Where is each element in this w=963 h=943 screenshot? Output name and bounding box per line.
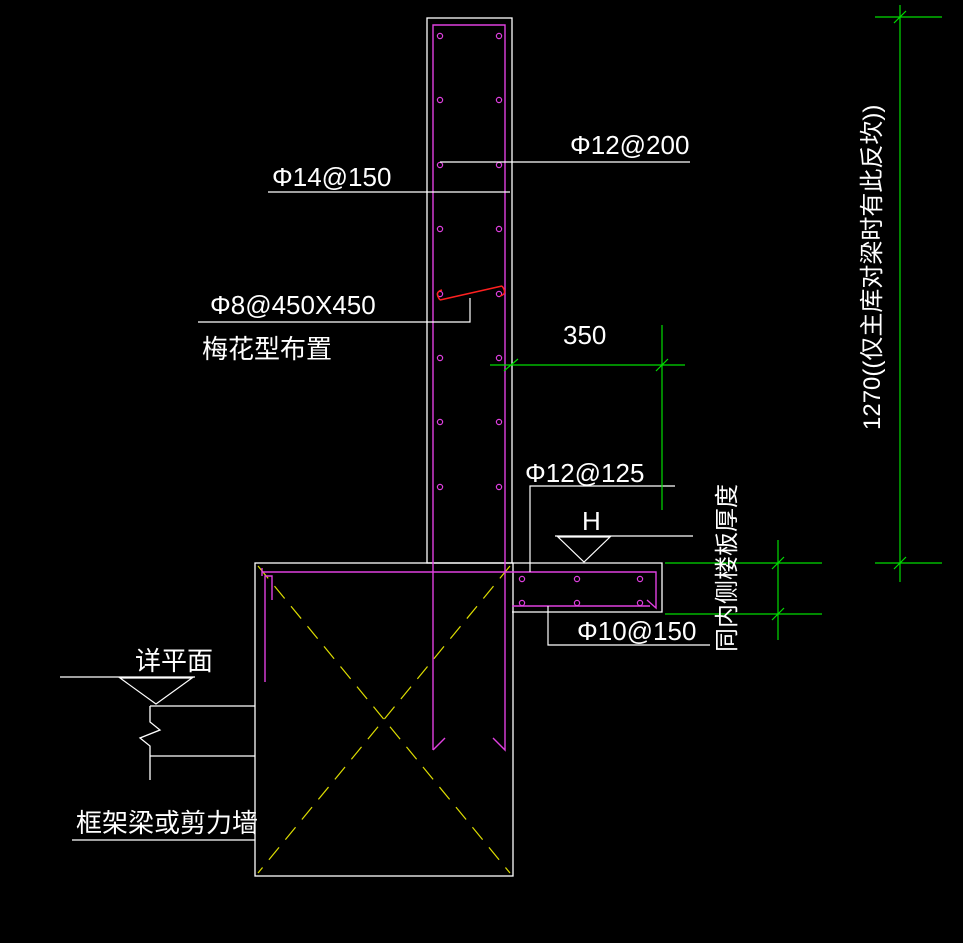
leader-lines [60,161,710,841]
label-phi12-200: Φ12@200 [570,130,689,160]
rebar-dot [495,32,503,40]
concrete-outline [138,17,663,877]
rebar-dot [495,161,503,169]
dim-slab-tick-bottom [771,607,785,621]
elevation-triangle-plan [118,677,194,705]
rebar-dot [495,483,503,491]
label-350: 350 [563,320,606,350]
label-phi10-150: Φ10@150 [577,616,696,646]
dim-1270-tick-top [893,10,907,24]
dim-slab-tick-top [771,556,785,570]
leader-phi8 [198,298,471,323]
tie-bar [439,285,503,301]
elevation-triangle-h [556,536,612,563]
label-h: H [582,506,601,536]
leader-phi10-150 [547,606,710,646]
rebar-dot [436,225,444,233]
dim-350-tick-left [503,358,519,372]
rebar-dot [495,290,503,298]
rebar-dot [573,575,581,583]
rebar-dot [518,599,526,607]
label-1270: 1270((仅主库对梁时有此反坎)) [859,105,886,430]
rebar-dot [636,599,644,607]
beam-top-rebar [264,575,273,682]
rebar-dot [518,575,526,583]
rebar-dot [495,225,503,233]
rebar-dots [436,32,644,607]
leader-phi12-125 [529,485,675,572]
rebar-dot [436,418,444,426]
wall-rebar-hook [432,737,446,751]
rebar-dot [436,354,444,362]
dimension-lines [490,5,942,640]
dim-1270-tick-bottom [893,556,907,570]
label-phi12-125: Φ12@125 [525,458,644,488]
rebar-dot [495,96,503,104]
rebar [261,24,657,752]
break-symbol [138,706,162,780]
beam-outline [254,562,514,877]
rebar-dot [573,599,581,607]
label-support: 框架梁或剪力墙 [76,808,258,838]
slab-outline [512,562,663,613]
beam-cross-hatch [257,565,511,874]
tie-hook-left [436,289,443,301]
rebar-dot [495,418,503,426]
rebar-dot [636,575,644,583]
label-phi14-150: Φ14@150 [272,162,391,192]
rebar-dot [436,483,444,491]
tie-hook-right [499,285,506,297]
dim-350-tick-right [655,358,669,372]
label-phi8: Φ8@450X450 [210,290,376,320]
rebar-dot [436,96,444,104]
rebar-dot [436,32,444,40]
rebar-dot [436,161,444,169]
label-tie-pattern: 梅花型布置 [202,334,332,364]
label-see-plan: 详平面 [135,646,213,676]
wall-rebar-inner [432,24,506,752]
rebar-dot [495,354,503,362]
beam-top-bar [262,571,657,610]
label-slab-thickness: 同内侧楼板厚度 [714,484,741,652]
